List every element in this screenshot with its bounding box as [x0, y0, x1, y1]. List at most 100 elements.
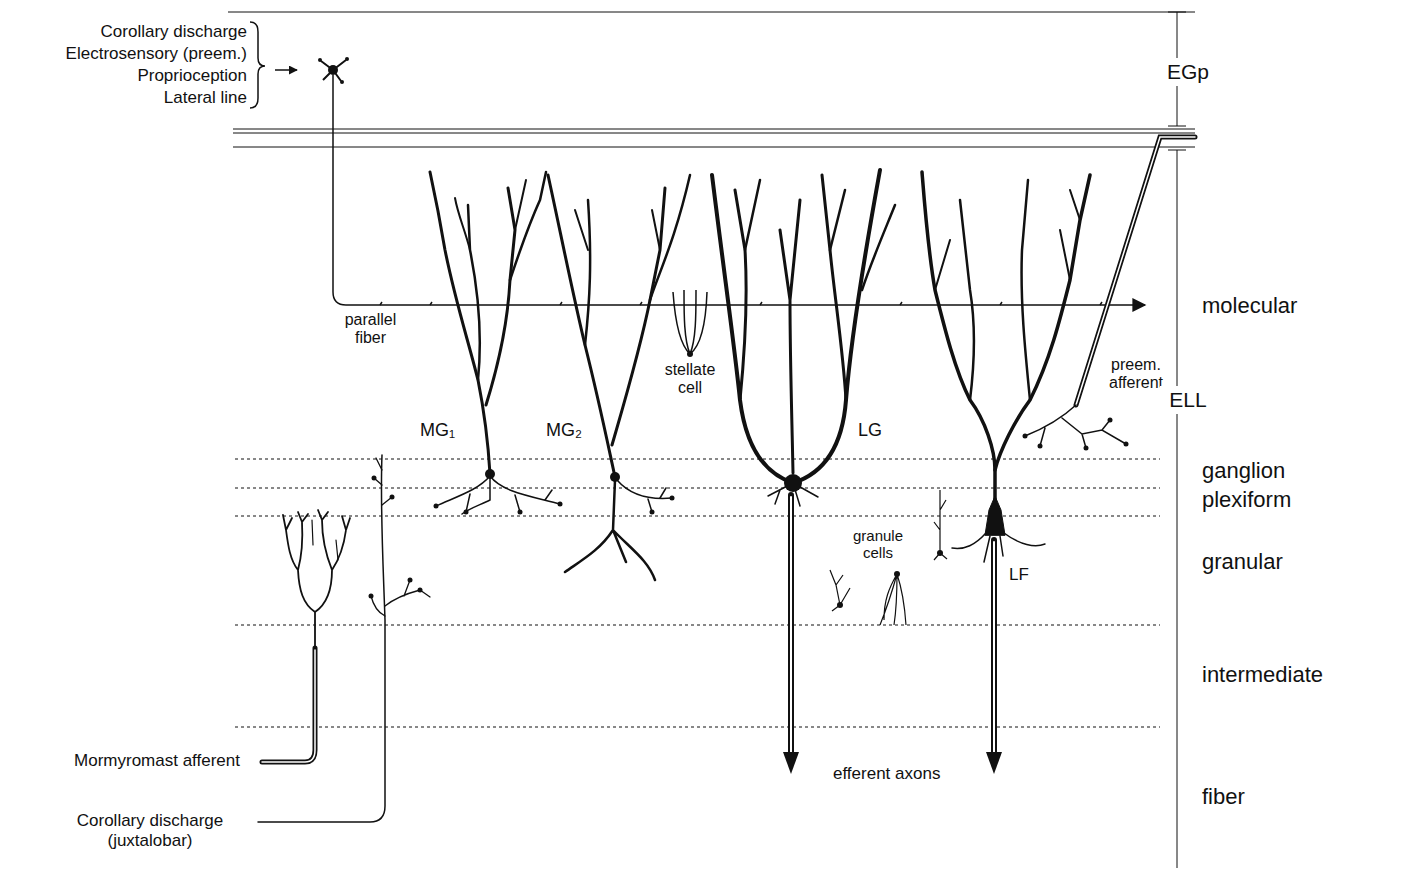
- afferent-terminal-arbor: [283, 510, 350, 648]
- scale-line: [1177, 150, 1178, 868]
- soma: [687, 351, 693, 357]
- axon-arrowhead: [783, 752, 799, 774]
- afferent-axon-core: [262, 650, 315, 762]
- fiber-name: Corollary discharge (juxtalobar): [50, 811, 250, 850]
- fiber-varicosities: [380, 302, 1102, 305]
- dendrite: [712, 175, 793, 483]
- terminal: [1038, 444, 1043, 449]
- soma: [610, 472, 620, 482]
- ell-boundary: [233, 147, 1195, 148]
- terminal: [670, 496, 675, 501]
- cell-name: LF: [1009, 565, 1039, 585]
- fiber-name: Mormyromast afferent: [2, 751, 240, 771]
- layer-divider: [235, 516, 1160, 517]
- dendrite: [935, 190, 1080, 290]
- axon-name: efferent axons: [833, 764, 983, 784]
- dendrite: [486, 188, 515, 405]
- region-name: EGp: [1160, 58, 1216, 86]
- granule-dendrites: [880, 574, 906, 625]
- layer-name: ganglion: [1202, 458, 1402, 483]
- granule-soma: [837, 602, 843, 608]
- dendrite: [745, 180, 760, 250]
- corollary-terminals: [371, 458, 430, 616]
- dendrite: [510, 172, 546, 280]
- layer-divider: [235, 727, 1160, 728]
- terminal: [1108, 418, 1113, 423]
- stellate-cell: [673, 290, 707, 357]
- input-source: Corollary discharge: [2, 22, 247, 42]
- terminal: [1124, 442, 1129, 447]
- dendrite: [780, 200, 800, 473]
- soma: [985, 496, 1005, 535]
- fiber-name: parallel fiber: [333, 311, 408, 348]
- lg-cell: [712, 170, 895, 774]
- layer-name: plexiform: [1202, 487, 1402, 512]
- afferent-axon: [262, 648, 315, 762]
- dendrite: [612, 188, 665, 445]
- cell-name: stellate cell: [655, 361, 725, 398]
- axon-arrowhead: [986, 752, 1002, 774]
- dendrite: [455, 198, 470, 250]
- cell-name: MG₁: [420, 420, 468, 441]
- dendrites: [673, 290, 707, 354]
- granule-dendrites: [830, 570, 850, 611]
- layer-boundaries: [228, 12, 1195, 147]
- cell-name: granule cells: [843, 527, 913, 562]
- corollary-axon: [258, 455, 385, 822]
- layer-name: molecular: [1202, 293, 1402, 318]
- input-arrow: [275, 69, 297, 71]
- terminal: [518, 510, 523, 515]
- dendrite: [960, 180, 1030, 400]
- afferent-axon-core: [1076, 137, 1195, 405]
- region-scale: [1168, 12, 1186, 868]
- efferent-axon-core: [790, 497, 792, 752]
- egp-boundary: [233, 133, 1195, 134]
- soma: [485, 469, 495, 479]
- input-source: Proprioception: [2, 66, 247, 86]
- top-boundary: [228, 12, 1195, 13]
- input-brace: [250, 22, 297, 108]
- efferent-axon: [788, 495, 794, 752]
- dendrite: [468, 205, 480, 380]
- dendrite: [830, 190, 895, 290]
- granule-cells: [830, 490, 947, 625]
- layer-name: fiber: [1202, 784, 1402, 809]
- dendrite: [922, 172, 995, 505]
- scale-tick: [1168, 126, 1186, 127]
- afferent-terminal-arbor: [312, 520, 338, 560]
- afferent-terminals: [1025, 405, 1126, 448]
- basal-dendrites: [436, 476, 560, 514]
- parallel-fiber: [333, 75, 1145, 305]
- layer-name: intermediate: [1202, 662, 1402, 687]
- granule-soma: [937, 550, 943, 556]
- input-source: Electrosensory (preem.): [2, 44, 247, 64]
- scale-tick: [1168, 12, 1186, 13]
- lf-cell: [922, 172, 1090, 774]
- efferent-axon: [991, 540, 997, 752]
- basal-dendrites: [952, 533, 1045, 562]
- layer-name: granular: [1202, 549, 1402, 574]
- axon-collateral: [617, 480, 672, 512]
- terminal: [650, 510, 655, 515]
- terminal: [558, 502, 563, 507]
- dendrite-claw: [340, 80, 344, 84]
- dendrite-claw: [345, 57, 349, 61]
- layer-dividers: [235, 459, 1160, 727]
- dendrite: [585, 200, 590, 345]
- dendrite: [515, 180, 526, 230]
- dendrite: [575, 210, 660, 250]
- layer-divider: [235, 488, 1160, 489]
- terminal: [1084, 446, 1089, 451]
- terminal: [464, 510, 469, 515]
- terminal: [369, 594, 374, 599]
- layer-divider: [235, 625, 1160, 626]
- egp-boundary: [233, 129, 1195, 130]
- cell-name: MG₂: [546, 420, 594, 441]
- dendrite: [822, 175, 846, 400]
- terminal: [372, 476, 377, 481]
- terminal: [418, 588, 423, 593]
- layer-divider: [235, 459, 1160, 460]
